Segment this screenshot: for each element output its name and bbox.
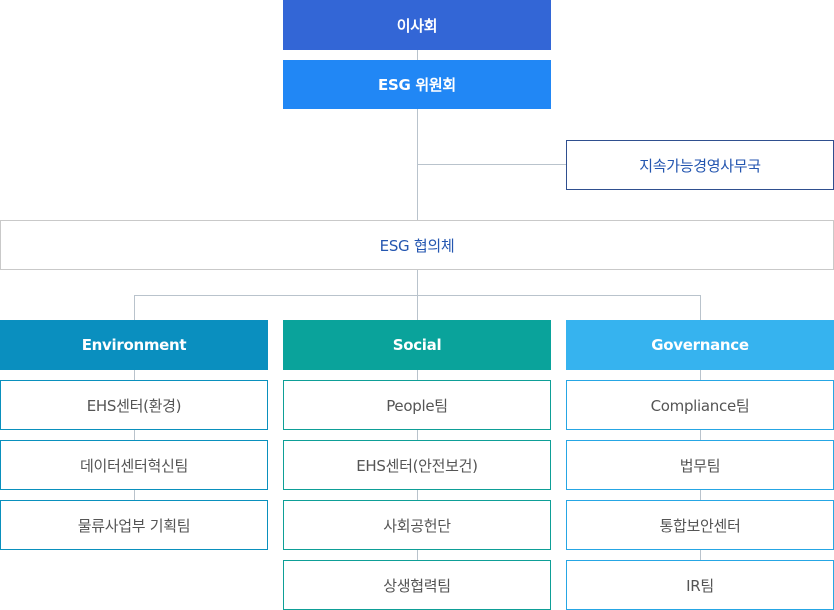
connector-env xyxy=(134,295,135,320)
connector-board-committee xyxy=(417,50,418,60)
esg-council-node: ESG 협의체 xyxy=(0,220,834,270)
pillar-social-label: Social xyxy=(392,336,442,354)
team-node: People팀 xyxy=(283,380,551,430)
team-label: 상생협력팀 xyxy=(383,576,451,595)
pillar-environment-label: Environment xyxy=(81,336,187,354)
esg-council-label: ESG 협의체 xyxy=(379,236,455,255)
team-label: EHS센터(안전보건) xyxy=(356,456,478,475)
secretariat-node: 지속가능경영사무국 xyxy=(566,140,834,190)
secretariat-label: 지속가능경영사무국 xyxy=(639,156,761,175)
team-node: EHS센터(환경) xyxy=(0,380,268,430)
team-label: 법무팀 xyxy=(679,456,721,475)
pillar-governance: Governance xyxy=(566,320,834,370)
team-label: EHS센터(환경) xyxy=(86,396,182,415)
board-node: 이사회 xyxy=(283,0,551,50)
pillar-environment: Environment xyxy=(0,320,268,370)
connector-gov xyxy=(700,295,701,320)
team-node: IR팀 xyxy=(566,560,834,610)
team-label: People팀 xyxy=(386,396,448,415)
pillar-social: Social xyxy=(283,320,551,370)
connector-soc xyxy=(417,295,418,320)
esg-committee-node: ESG 위원회 xyxy=(283,60,551,109)
team-label: 통합보안센터 xyxy=(659,516,741,535)
connector-secretariat xyxy=(417,164,566,165)
team-node: 법무팀 xyxy=(566,440,834,490)
team-node: 물류사업부 기획팀 xyxy=(0,500,268,550)
team-label: IR팀 xyxy=(686,576,714,595)
team-node: 데이터센터혁신팀 xyxy=(0,440,268,490)
pillar-governance-label: Governance xyxy=(651,336,749,354)
team-node: 통합보안센터 xyxy=(566,500,834,550)
esg-committee-label: ESG 위원회 xyxy=(378,76,456,94)
team-node: 상생협력팀 xyxy=(283,560,551,610)
team-label: Compliance팀 xyxy=(650,396,750,415)
team-label: 물류사업부 기획팀 xyxy=(77,516,191,535)
team-label: 사회공헌단 xyxy=(383,516,451,535)
board-label: 이사회 xyxy=(396,16,438,35)
team-node: Compliance팀 xyxy=(566,380,834,430)
connector-council-pillars xyxy=(417,269,418,295)
team-node: 사회공헌단 xyxy=(283,500,551,550)
team-label: 데이터센터혁신팀 xyxy=(79,456,188,475)
team-node: EHS센터(안전보건) xyxy=(283,440,551,490)
